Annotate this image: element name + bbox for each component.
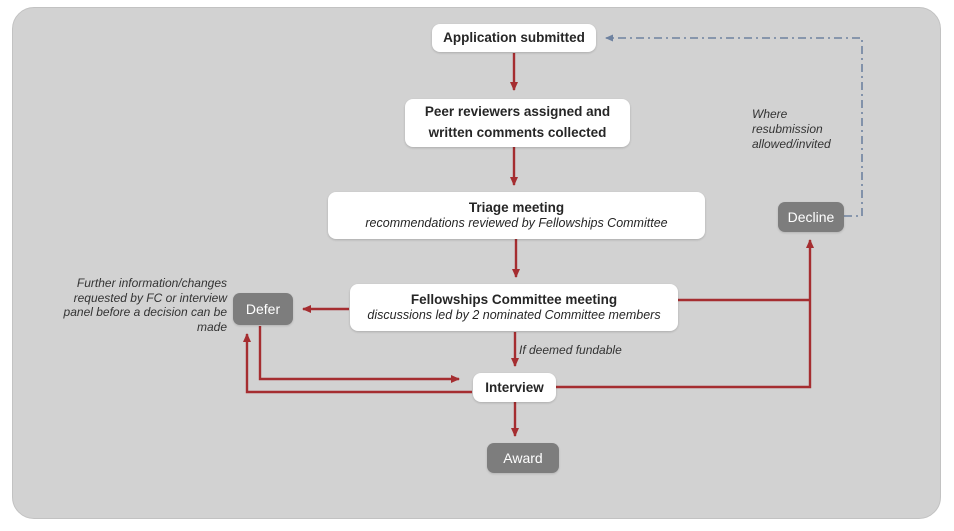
node-interview-label: Interview [485,379,544,395]
annotation-if-deemed-fundable: If deemed fundable [519,343,622,357]
node-peer-label: Peer reviewers assigned and written comm… [424,104,611,140]
annotation-defer-note: Further information/changes requested by… [63,276,227,334]
node-interview: Interview [473,373,556,402]
diagram-canvas [12,7,941,519]
node-committee-title: Fellowships Committee meeting [410,291,618,307]
node-triage-subtitle: recommendations reviewed by Fellowships … [365,216,668,231]
node-decline: Decline [778,202,844,232]
node-triage-title: Triage meeting [468,199,565,215]
node-decline-label: Decline [787,209,835,225]
node-triage-meeting: Triage meeting recommendations reviewed … [328,192,705,239]
node-defer-label: Defer [245,301,281,317]
node-committee-subtitle: discussions led by 2 nominated Committee… [367,308,661,323]
node-defer: Defer [233,293,293,325]
node-award-label: Award [503,450,543,466]
node-award: Award [487,443,559,473]
node-peer-reviewers: Peer reviewers assigned and written comm… [405,99,630,147]
node-application-label: Application submitted [443,30,585,46]
node-fellowships-committee-meeting: Fellowships Committee meeting discussion… [350,284,678,331]
node-application-submitted: Application submitted [432,24,596,52]
annotation-resubmission-note: Where resubmission allowed/invited [752,107,831,151]
